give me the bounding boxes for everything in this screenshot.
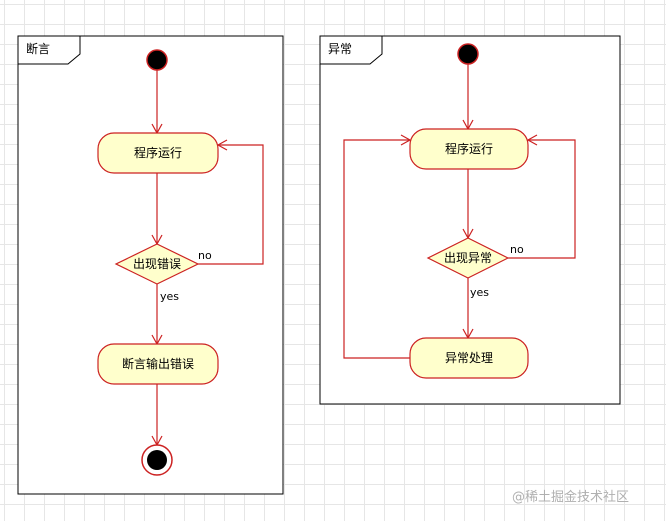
exception-action-run-label: 程序运行 [445,141,493,156]
watermark-text: @稀土掘金技术社区 [512,489,629,505]
assert-frame-title: 断言 [26,41,50,56]
assert-start-node[interactable] [146,49,168,71]
exception-frame-tab [319,35,383,65]
exception-guard-yes: yes [470,286,489,299]
exception-start-node[interactable] [457,43,479,65]
exception-frame-title: 异常 [328,42,352,56]
assert-action-output-error-label: 断言输出错误 [122,356,194,371]
assert-action-output-error[interactable] [97,343,219,385]
assert-guard-yes: yes [160,290,179,303]
exception-decision-label: 出现异常 [444,251,492,265]
assert-action-run-label: 程序运行 [134,145,182,160]
assert-frame-tab [17,35,81,65]
exception-arrowhead [400,134,412,146]
exception-guard-no: no [510,243,524,256]
exception-action-run[interactable] [409,128,529,170]
assert-edge-no-loop [198,144,264,265]
assert-arrowhead [216,139,228,151]
exception-edge-handle-back [343,139,410,359]
assert-action-run[interactable] [97,132,219,174]
exception-frame[interactable]: 异常 程序运行 出现异常 no yes 异常处理 [319,35,621,405]
exception-arrowhead [526,134,538,146]
assert-guard-no: no [198,249,212,262]
assert-frame[interactable]: 断言 程序运行 出现错误 no yes 断言输出错误 [17,35,284,495]
assert-decision-label: 出现错误 [133,257,181,271]
exception-action-handle-label: 异常处理 [445,351,493,365]
assert-end-node-core [147,450,167,470]
exception-edge-no-loop [508,139,576,259]
